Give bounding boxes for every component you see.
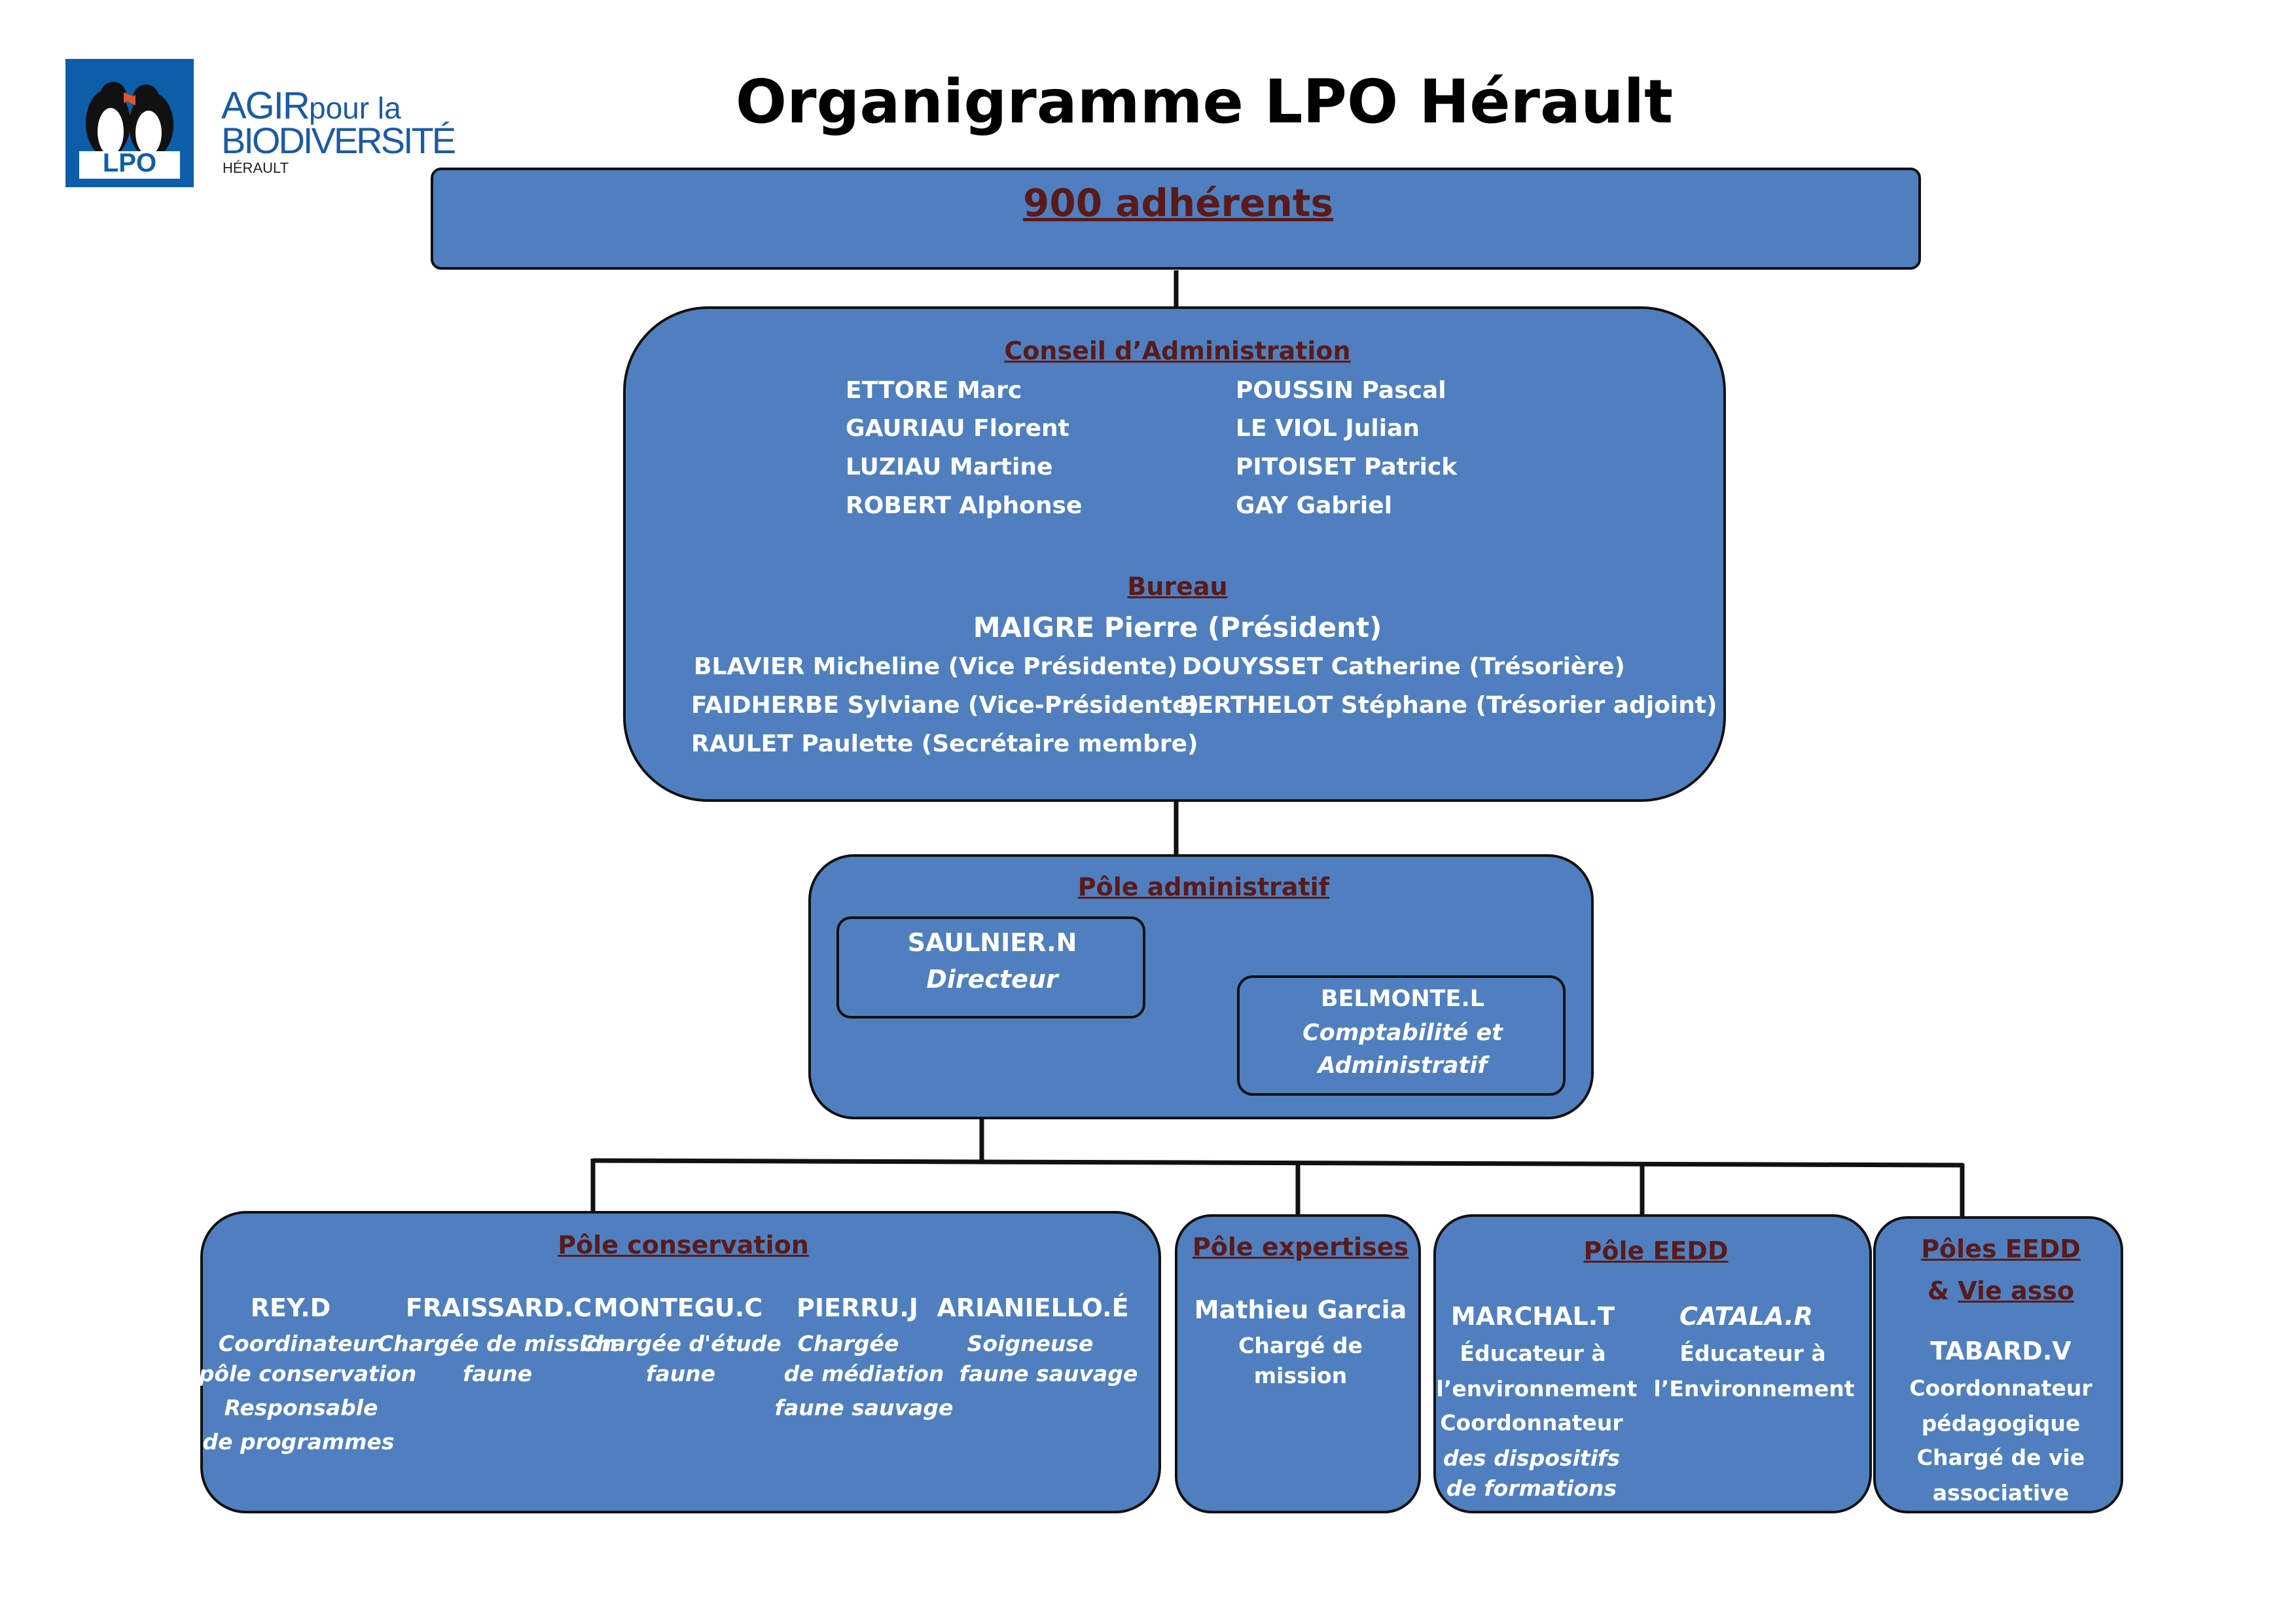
adherents-box: 900 adhérents [431, 168, 1921, 270]
member-role: Chargé de [1238, 1333, 1363, 1358]
member-role: des dispositifs [1443, 1445, 1621, 1471]
bureau-member: BERTHELOT Stéphane (Trésorier adjoint) [1179, 692, 1717, 719]
member-role: Chargée de mission [377, 1331, 618, 1356]
comptabilite-name: BELMONTE.L [1320, 986, 1485, 1012]
conseil-member: LE VIOL Julian [1236, 415, 1420, 442]
conseil-member: ETTORE Marc [846, 377, 1022, 404]
conseil-heading: Conseil d’Administration [1004, 336, 1351, 365]
member-role: Chargée d'étude [580, 1331, 781, 1356]
member-name: ARIANIELLO.É [937, 1293, 1129, 1322]
member-name: CATALA.R [1679, 1302, 1814, 1331]
adherents-heading: 900 adhérents [1022, 181, 1334, 225]
pole-conservation-box: Pôle conservation REY.D Coordinateur pôl… [198, 1211, 1161, 1513]
conseil-member: GAURIAU Florent [846, 415, 1069, 442]
member-role: de formations [1446, 1475, 1617, 1501]
member-role: faune sauvage [774, 1395, 954, 1420]
logo-herault: HÉRAULT [223, 160, 289, 176]
member-name: TABARD.V [1930, 1337, 2072, 1365]
member-name: MARCHAL.T [1450, 1302, 1615, 1331]
conseil-box: Conseil d’Administration ETTORE Marc GAU… [623, 306, 1726, 802]
member-role: Éducateur à [1460, 1341, 1606, 1366]
bureau-member: RAULET Paulette (Secrétaire membre) [691, 731, 1198, 757]
pole-conservation-heading: Pôle conservation [558, 1231, 809, 1259]
conseil-member: PITOISET Patrick [1236, 454, 1458, 480]
member-role: Coordonnateur [1440, 1410, 1623, 1435]
member-role: de médiation [783, 1361, 944, 1386]
member-name: PIERRU.J [797, 1293, 918, 1322]
directeur-box: SAULNIER.N Directeur [836, 916, 1145, 1019]
comptabilite-role: Administratif [1318, 1053, 1488, 1079]
member-role: Chargée [797, 1331, 899, 1356]
member-role: Éducateur à [1679, 1341, 1826, 1366]
member-role: mission [1253, 1363, 1348, 1388]
member-name: MONTEGU.C [593, 1293, 763, 1322]
directeur-name: SAULNIER.N [907, 928, 1077, 957]
member-role: faune sauvage [959, 1361, 1138, 1386]
bureau-member: BLAVIER Micheline (Vice Présidente) [694, 653, 1178, 680]
vie-asso-heading: Vie asso [1958, 1276, 2075, 1305]
directeur-role: Directeur [926, 965, 1058, 994]
member-role: l’environnement [1436, 1376, 1638, 1401]
conseil-member: POUSSIN Pascal [1236, 377, 1446, 404]
pole-expertises-heading: Pôle expertises [1192, 1233, 1409, 1261]
member-role: pôle conservation [198, 1361, 417, 1386]
conseil-member: GAY Gabriel [1236, 492, 1393, 519]
member-role: Chargé de vie [1916, 1445, 2085, 1470]
member-role: Responsable [224, 1395, 378, 1420]
conseil-member: ROBERT Alphonse [846, 492, 1083, 519]
member-role: Soigneuse [967, 1331, 1094, 1356]
pole-vie-asso-heading-line2: & Vie asso [1928, 1276, 2074, 1305]
member-role: pédagogique [1921, 1411, 2081, 1436]
logo-biodiversite: BIODIVERSITÉ [221, 120, 456, 161]
member-role: faune [463, 1361, 532, 1386]
logo-pour-la: pour la [309, 91, 401, 125]
bureau-president: MAIGRE Pierre (Président) [973, 611, 1382, 643]
comptabilite-box: BELMONTE.L Comptabilité et Administratif [1237, 975, 1566, 1096]
pole-vie-asso-box: Pôles EEDD & Vie asso TABARD.V Coordonna… [1873, 1216, 2123, 1513]
pole-administratif-heading: Pôle administratif [1077, 873, 1330, 901]
conseil-member: LUZIAU Martine [846, 454, 1053, 480]
puffin-icon [67, 61, 192, 185]
member-role: Coordinateur [218, 1331, 379, 1356]
pole-vie-asso-heading: Pôles EEDD [1921, 1235, 2081, 1263]
pole-expertises-box: Pôle expertises Mathieu Garcia Chargé de… [1175, 1214, 1421, 1513]
pole-eedd-heading: Pôle EEDD [1583, 1236, 1729, 1265]
member-role: l’Environnement [1653, 1376, 1855, 1401]
member-name: REY.D [250, 1293, 331, 1322]
member-role: de programmes [202, 1429, 395, 1454]
logo-lpo-text: LPO [102, 149, 157, 177]
member-name: Mathieu Garcia [1194, 1295, 1407, 1324]
bureau-heading: Bureau [1127, 572, 1228, 601]
member-role: Coordonnateur [1909, 1375, 2092, 1401]
member-name: FRAISSARD.C [405, 1293, 592, 1322]
member-role: associative [1932, 1480, 2070, 1506]
lpo-logo: LPO [65, 59, 194, 187]
member-role: faune [646, 1361, 715, 1386]
ampersand: & [1927, 1276, 1958, 1305]
bureau-member: FAIDHERBE Sylviane (Vice-Présidente) [691, 692, 1199, 719]
page-title: Organigramme LPO Hérault [735, 67, 1674, 137]
logo-agir: AGIR [221, 84, 310, 127]
pole-eedd-box: Pôle EEDD MARCHAL.T Éducateur à l’enviro… [1433, 1214, 1872, 1513]
comptabilite-role: Comptabilité et [1302, 1020, 1503, 1046]
bureau-member: DOUYSSET Catherine (Trésorière) [1182, 653, 1625, 680]
